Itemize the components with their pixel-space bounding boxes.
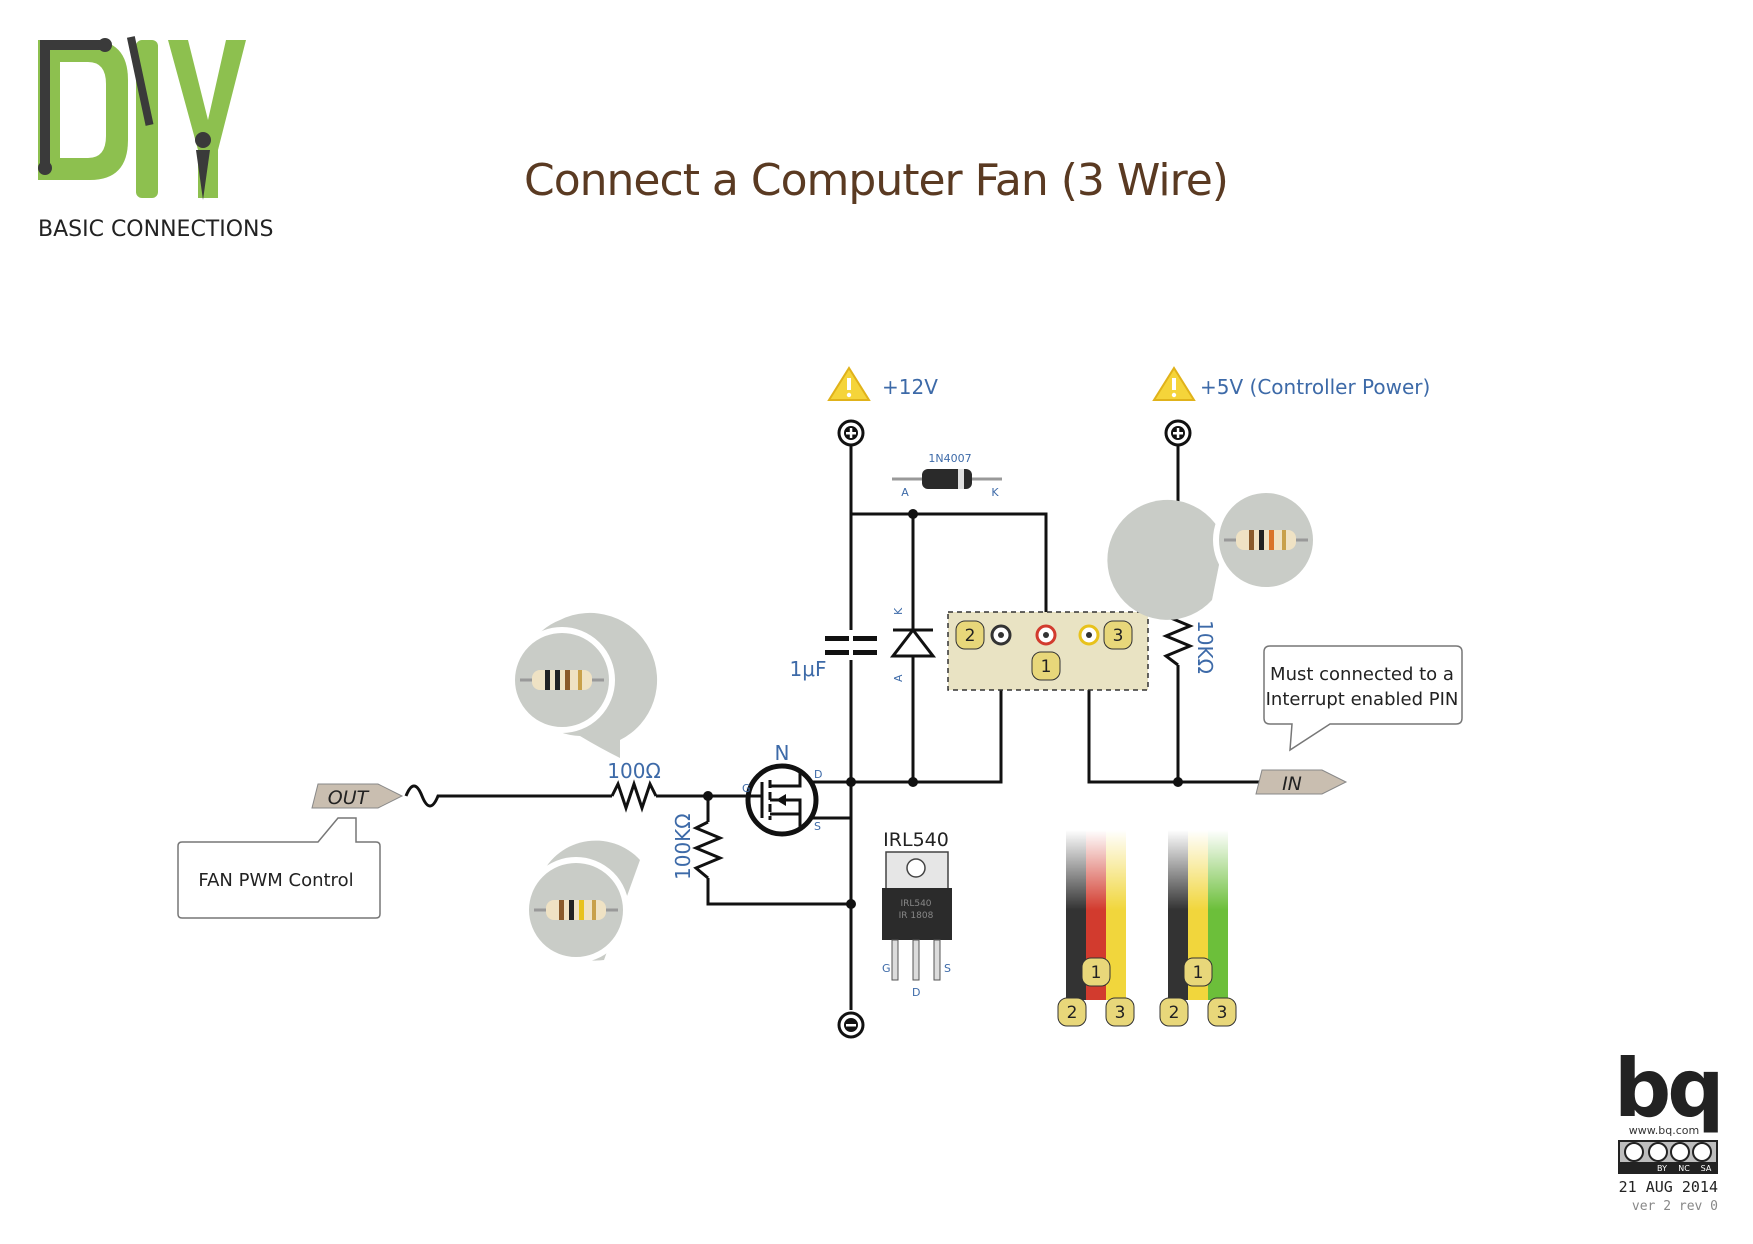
diode-symbol: K A (889, 607, 937, 682)
wire-gate-input (404, 784, 612, 808)
svg-text:2: 2 (1169, 1003, 1180, 1023)
svg-text:1: 1 (1041, 657, 1052, 677)
svg-text:A: A (892, 674, 905, 682)
capacitor-symbol: 1μF (790, 630, 877, 681)
diode-anode-label: A (901, 486, 909, 499)
svg-text:G: G (882, 962, 891, 975)
fan-pwm-note-text: FAN PWM Control (198, 870, 353, 891)
diy-logo: BASIC CONNECTIONS (38, 36, 273, 242)
svg-text:K: K (892, 607, 905, 615)
cable2-pin-right: 3 (1207, 997, 1237, 1027)
diode-cathode-label: K (991, 486, 999, 499)
in-tag: IN (1255, 769, 1348, 795)
tool-pliers-icon (196, 150, 210, 200)
out-tag: OUT (311, 783, 404, 809)
svg-text:3: 3 (1217, 1003, 1228, 1023)
interrupt-note-line1: Must connected to a (1270, 664, 1454, 685)
v12-label: +12V (882, 375, 938, 399)
svg-text:IRL540: IRL540 (900, 899, 931, 909)
fan-cable-1: 1 2 3 (1057, 830, 1135, 1027)
svg-text:3: 3 (1113, 626, 1124, 646)
logo-letter-d (38, 40, 128, 180)
logo-subtitle: BASIC CONNECTIONS (38, 217, 273, 242)
mosfet-part: IRL540 (883, 829, 949, 851)
footer-brand: bq www.bq.com BY NC SA 21 AUG 2014 ver 2… (1614, 1042, 1725, 1214)
svg-text:NC: NC (1678, 1164, 1690, 1173)
interrupt-note: Must connected to a Interrupt enabled PI… (1263, 645, 1463, 752)
bq-url: www.bq.com (1629, 1124, 1699, 1137)
junctions (703, 509, 1183, 909)
svg-text:SA: SA (1701, 1164, 1712, 1173)
irl540-package: IRL540 IRL540 IR 1808 G D S (882, 829, 952, 999)
plus-terminal-icon (837, 419, 865, 447)
out-label: OUT (328, 787, 370, 809)
resistor-pulldown: 100KΩ (671, 813, 724, 880)
svg-text:2: 2 (1067, 1003, 1078, 1023)
svg-text:BY: BY (1657, 1164, 1667, 1173)
v5-label: +5V (Controller Power) (1200, 375, 1430, 399)
cable1-pin-right: 3 (1105, 997, 1135, 1027)
power-12v: +12V (827, 366, 938, 401)
gate-resistor-value: 100Ω (607, 759, 660, 783)
resistor-bubble-pullup (1107, 487, 1319, 620)
bq-logo: bq (1614, 1042, 1721, 1135)
svg-text:1: 1 (1193, 963, 1204, 983)
in-label: IN (1282, 773, 1302, 795)
fan-cable-2: 1 2 3 (1159, 830, 1237, 1027)
svg-text:S: S (944, 962, 951, 975)
page-title: Connect a Computer Fan (3 Wire) (524, 155, 1228, 206)
fan-pwm-note: FAN PWM Control (177, 817, 381, 919)
cable1-pin-left: 2 (1057, 997, 1087, 1027)
connector-pin-1: 1 (1031, 651, 1061, 681)
resistor-bubble-gate (509, 612, 658, 758)
pullup-value: 10KΩ (1193, 620, 1217, 674)
fan-connector: 2 1 3 (947, 611, 1149, 691)
cable2-pin-top: 1 (1183, 957, 1213, 987)
svg-text:IR 1808: IR 1808 (899, 911, 934, 921)
mosfet-d-label: D (814, 768, 822, 781)
pulldown-value: 100KΩ (671, 813, 695, 880)
resistor-pullup: 10KΩ (1162, 608, 1217, 674)
mosfet-type: N (775, 741, 790, 765)
cable2-pin-left: 2 (1159, 997, 1189, 1027)
capacitor-value: 1μF (790, 657, 827, 681)
tool-clamp-icon (40, 40, 50, 170)
diode-package: 1N4007 A K (892, 452, 1002, 499)
interrupt-note-line2: Interrupt enabled PIN (1266, 689, 1459, 710)
mosfet-g-label: G (742, 782, 751, 795)
footer-version: ver 2 rev 0 (1632, 1199, 1718, 1214)
resistor-bubble-pulldown (523, 840, 640, 963)
mosfet-s-label: S (814, 820, 821, 833)
mosfet-symbol: N G D S (742, 741, 822, 837)
svg-text:3: 3 (1115, 1003, 1126, 1023)
plus-terminal-icon (1164, 419, 1192, 447)
svg-text:2: 2 (965, 626, 976, 646)
minus-terminal-icon (837, 1011, 865, 1039)
logo-letter-y (168, 40, 246, 198)
resistor-gate: 100Ω (607, 759, 661, 813)
footer-date: 21 AUG 2014 (1619, 1178, 1718, 1196)
svg-text:D: D (912, 986, 920, 999)
power-5v: +5V (Controller Power) (1152, 366, 1430, 401)
tool-screwdriver-icon (126, 36, 154, 126)
cc-license-badge: BY NC SA (1618, 1140, 1718, 1174)
connector-pin-3: 3 (1103, 620, 1133, 650)
cable1-pin-top: 1 (1081, 957, 1111, 987)
svg-text:1: 1 (1091, 963, 1102, 983)
connector-pin-2: 2 (955, 620, 985, 650)
diode-name: 1N4007 (928, 452, 971, 465)
